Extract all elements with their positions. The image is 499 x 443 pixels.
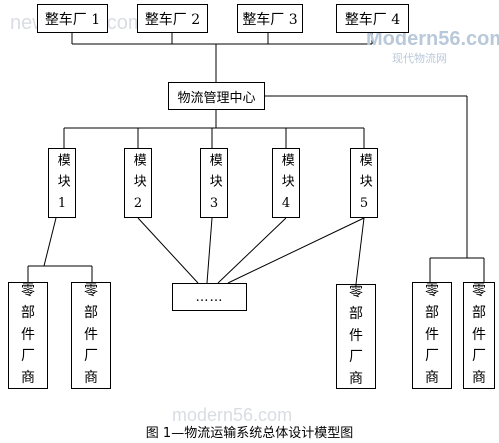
module-box-1: 模块 1	[48, 148, 76, 218]
supplier-char: 厂	[349, 349, 363, 366]
supplier-char: 部	[472, 304, 486, 321]
module-box-3: 模块 3	[200, 148, 228, 218]
supplier-char: 零	[84, 283, 98, 300]
connector	[217, 217, 287, 284]
module-number: 4	[281, 196, 291, 212]
ellipsis-box: ……	[172, 283, 247, 311]
supplier-char: 厂	[84, 348, 98, 365]
supplier-box-4: 零 部 件 厂 商	[412, 282, 452, 389]
module-label: 模块	[206, 153, 222, 196]
figure-caption: 图 1—物流运输系统总体设计模型图	[145, 426, 354, 441]
module-number: 2	[133, 196, 143, 212]
supplier-char: 商	[21, 370, 35, 387]
module-box-4: 模块 4	[272, 148, 300, 218]
plant-box-2: 整车厂 2	[137, 4, 208, 33]
supplier-box-3: 零 部 件 厂 商	[336, 284, 376, 389]
supplier-char: 零	[21, 283, 35, 300]
module-box-5: 模块 5	[350, 148, 378, 218]
supplier-char: 件	[472, 326, 486, 343]
supplier-box-2: 零 部 件 厂 商	[71, 282, 111, 389]
supplier-char: 件	[84, 326, 98, 343]
module-label: 模块	[130, 153, 146, 196]
supplier-char: 商	[472, 370, 486, 387]
plant-box-3: 整车厂 3	[237, 4, 303, 33]
module-label: 模块	[54, 153, 70, 196]
supplier-char: 件	[21, 326, 35, 343]
supplier-char: 件	[425, 326, 439, 343]
supplier-char: 厂	[21, 348, 35, 365]
supplier-box-5: 零 部 件 厂 商	[463, 282, 495, 389]
plant-box-4: 整车厂 4	[336, 4, 409, 33]
connector	[43, 217, 57, 267]
connector	[137, 217, 199, 284]
connector	[227, 217, 365, 284]
supplier-char: 厂	[472, 348, 486, 365]
supplier-box-1: 零 部 件 厂 商	[8, 282, 48, 389]
supplier-char: 部	[21, 304, 35, 321]
plant-box-1: 整车厂 1	[37, 4, 108, 33]
logistics-center-box: 物流管理中心	[168, 82, 265, 110]
supplier-char: 部	[84, 304, 98, 321]
supplier-char: 部	[349, 305, 363, 322]
module-number: 5	[359, 196, 369, 212]
supplier-char: 商	[84, 370, 98, 387]
supplier-char: 零	[425, 283, 439, 300]
supplier-char: 商	[425, 370, 439, 387]
connector	[206, 217, 213, 284]
supplier-char: 厂	[425, 348, 439, 365]
module-label: 模块	[278, 153, 294, 196]
supplier-char: 部	[425, 304, 439, 321]
supplier-char: 商	[349, 371, 363, 388]
connector	[355, 217, 365, 285]
module-number: 1	[57, 196, 67, 212]
module-label: 模块	[356, 153, 372, 196]
supplier-char: 件	[349, 327, 363, 344]
supplier-char: 零	[472, 283, 486, 300]
module-number: 3	[209, 196, 219, 212]
supplier-char: 零	[349, 284, 363, 301]
module-box-2: 模块 2	[124, 148, 152, 218]
